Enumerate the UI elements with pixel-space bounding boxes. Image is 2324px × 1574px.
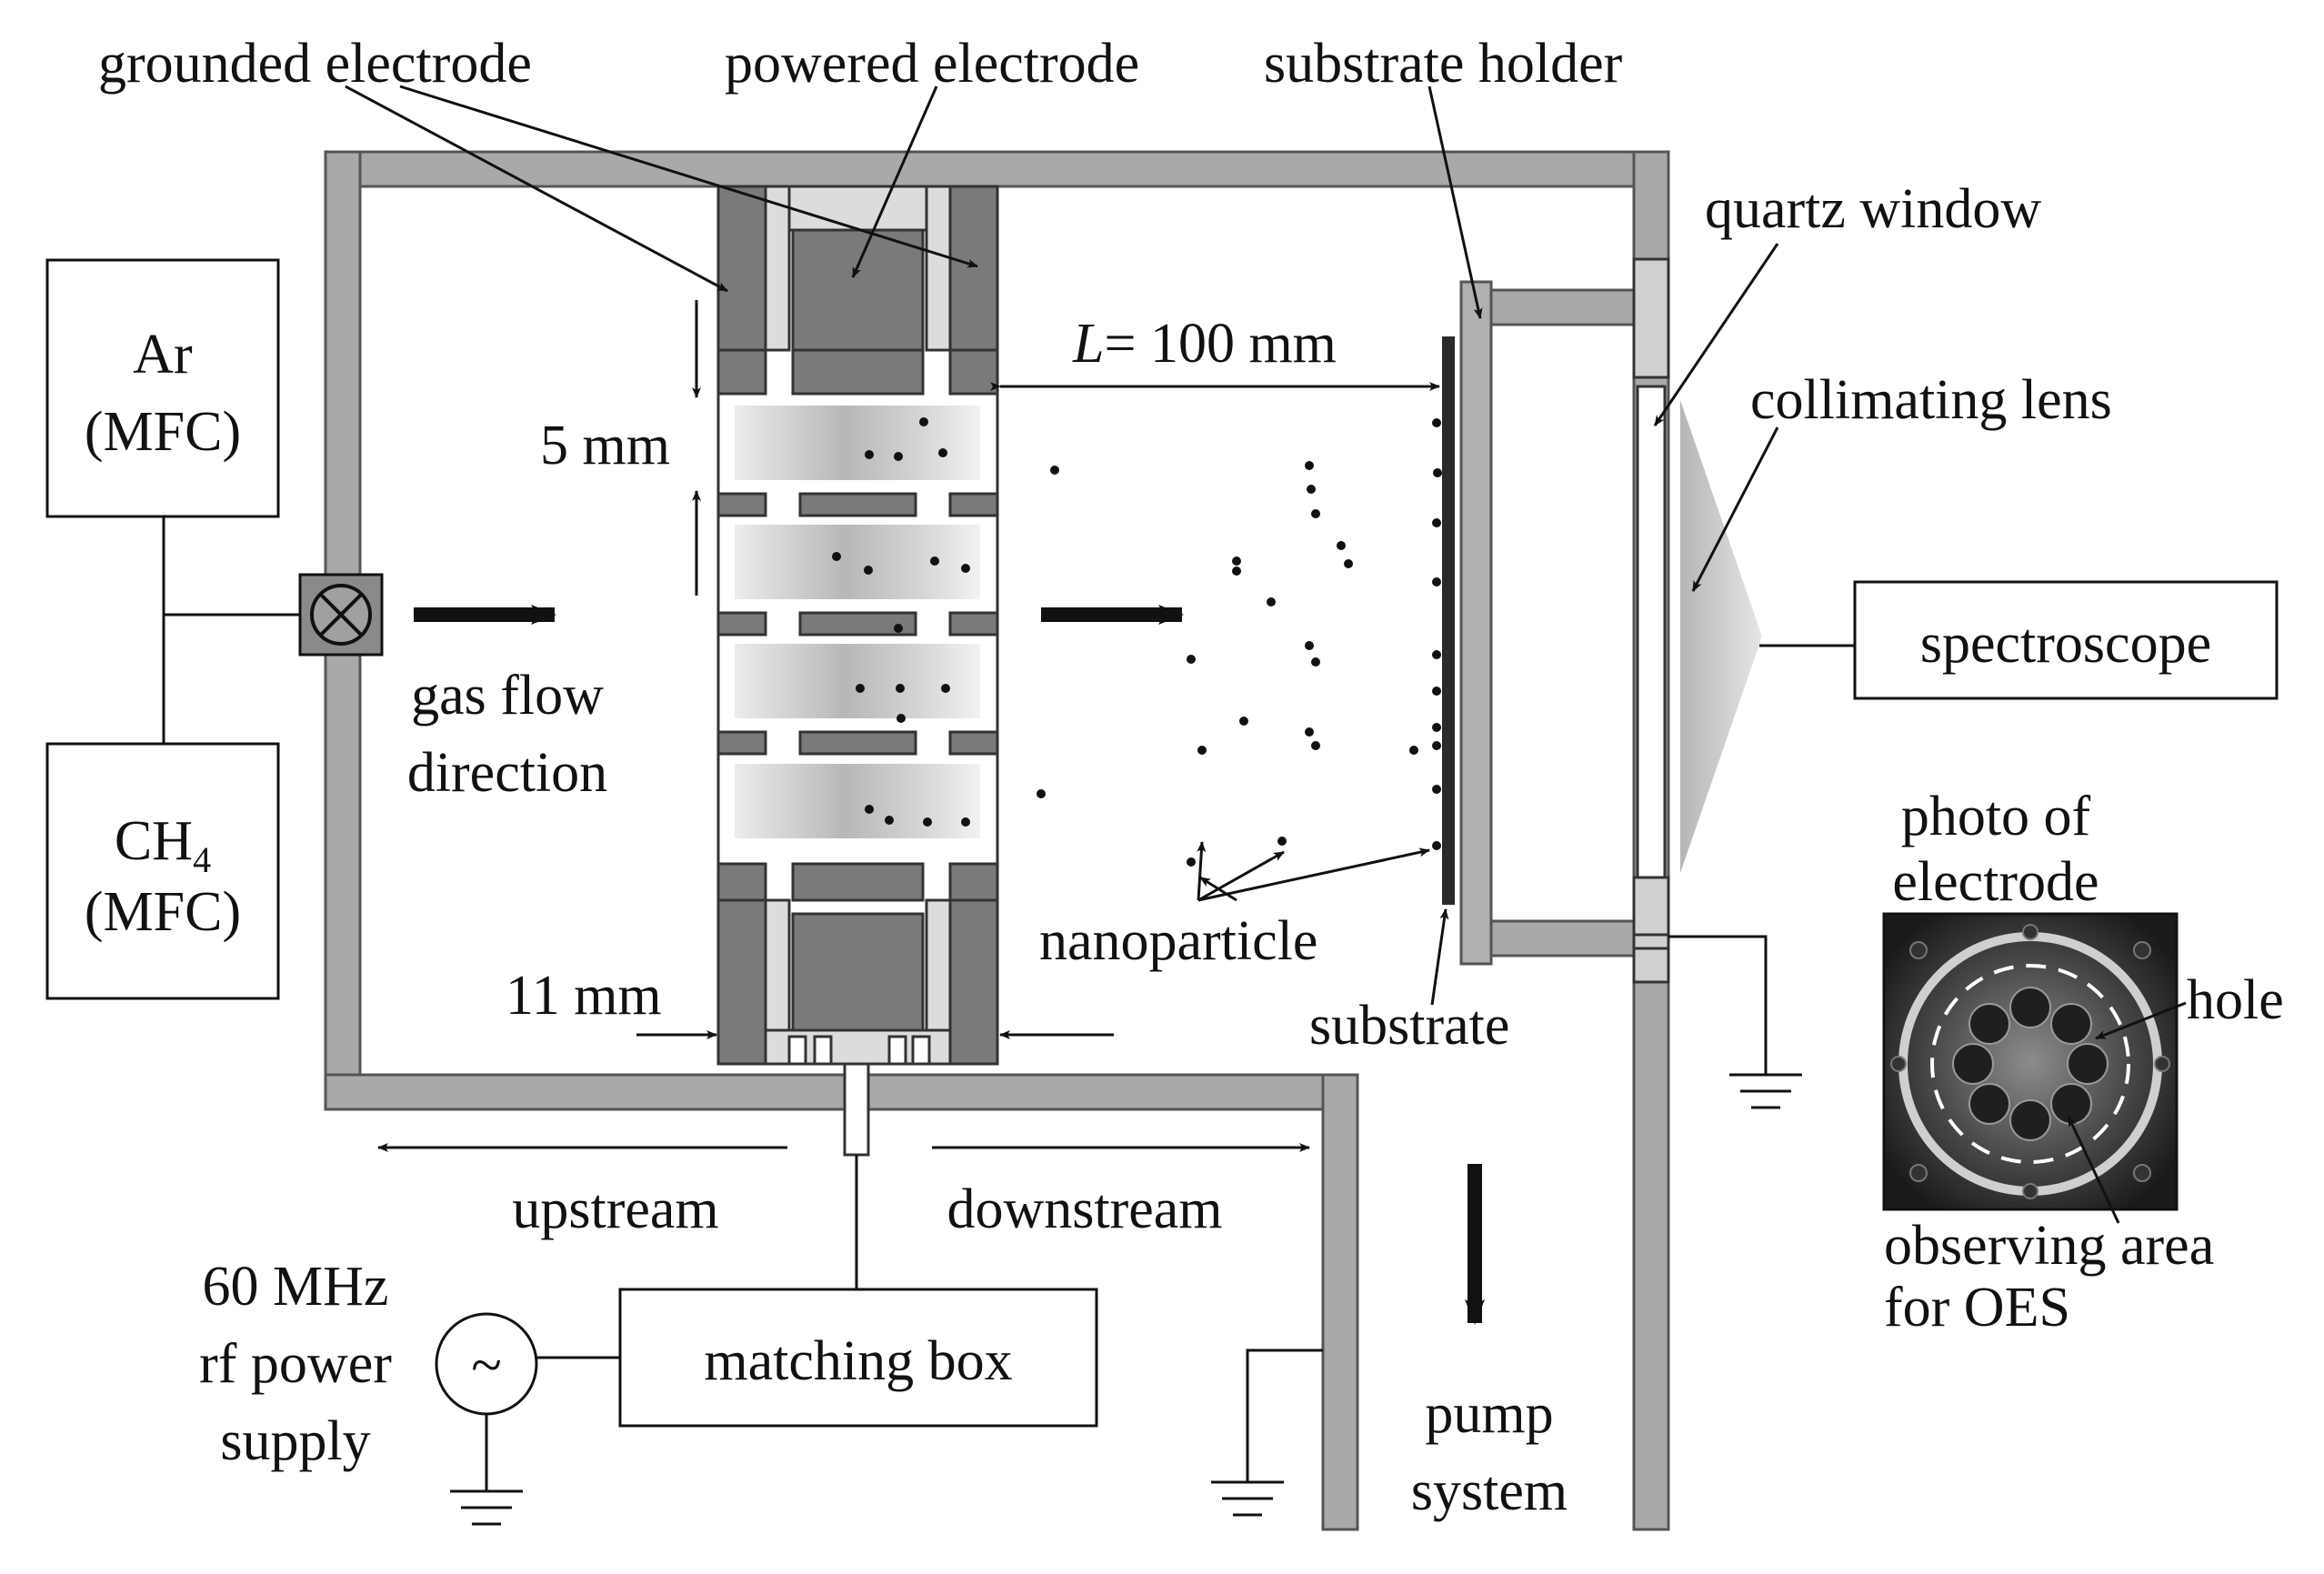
chamber-bottom-wall bbox=[324, 1073, 1359, 1111]
chamber-exhaust-wall bbox=[1321, 1073, 1359, 1531]
gas-valve-icon bbox=[298, 573, 384, 657]
window-flange-top bbox=[1632, 257, 1670, 379]
mesh-plate-2-left bbox=[716, 492, 767, 517]
ch4-mfc-box bbox=[45, 742, 280, 1000]
grounded-plate-5-right bbox=[948, 862, 999, 902]
nanoparticle-label: nanoparticle bbox=[1039, 910, 1317, 972]
grounded-electrode-label: grounded electrode bbox=[98, 33, 532, 95]
quartz-window-label: quartz window bbox=[1705, 178, 2041, 240]
powered-plate-1 bbox=[791, 348, 925, 396]
ar-mfc-box bbox=[45, 258, 280, 518]
ar-label: Ar bbox=[133, 324, 193, 386]
collimating-lens-label: collimating lens bbox=[1750, 369, 2112, 431]
grounded-electrode-top-left bbox=[716, 185, 767, 352]
substrate bbox=[1442, 336, 1455, 905]
gas-flow-label-line1: gas flow bbox=[411, 665, 604, 727]
vacuum-chamber bbox=[324, 150, 1670, 1531]
window-flange-bottom bbox=[1632, 876, 1670, 984]
powered-electrode-bottom bbox=[791, 912, 925, 1032]
grounded-plate-5-left bbox=[716, 862, 767, 902]
feedthrough-slot-2 bbox=[813, 1035, 833, 1066]
plasma-region-1 bbox=[735, 406, 980, 480]
plasma-region-3 bbox=[735, 644, 980, 718]
grounded-plate-1r bbox=[948, 348, 999, 396]
ground-icon-rf bbox=[450, 1414, 523, 1526]
plasma-region-2 bbox=[735, 525, 980, 599]
insulator-top-left bbox=[764, 185, 791, 352]
grounded-electrode-bottom-left bbox=[716, 898, 767, 1066]
photo-label-line2: electrode bbox=[1892, 851, 2099, 913]
matching-box bbox=[618, 1288, 1098, 1428]
powered-electrode-top bbox=[791, 228, 925, 352]
mesh-plate-2-right bbox=[948, 492, 999, 517]
hole-label: hole bbox=[2187, 969, 2284, 1031]
rf-symbol: ~ bbox=[471, 1335, 502, 1397]
feedthrough-slot-4 bbox=[911, 1035, 931, 1066]
nanoparticles-free bbox=[1037, 461, 1418, 867]
mesh-plate-4-left bbox=[716, 730, 767, 756]
electrode-photo bbox=[1882, 912, 2179, 1211]
mesh-plate-3-right bbox=[948, 611, 999, 637]
rf-supply-label-line2: rf power bbox=[199, 1333, 392, 1395]
nanoparticles-in-plasma bbox=[832, 417, 970, 827]
observing-area-label-line2: for OES bbox=[1884, 1277, 2070, 1338]
powered-plate-5 bbox=[791, 862, 925, 902]
holder-arm-top bbox=[1489, 288, 1636, 326]
pump-system-label-line2: system bbox=[1411, 1460, 1568, 1522]
spectroscope-box bbox=[1853, 580, 2279, 700]
feedthrough-slot-3 bbox=[887, 1035, 907, 1066]
gap-5mm-label: 5 mm bbox=[540, 415, 670, 476]
leader-lines bbox=[345, 85, 2187, 1224]
gas-flow-label-line2: direction bbox=[407, 742, 607, 804]
substrate-holder-label: substrate holder bbox=[1264, 33, 1623, 95]
mesh-plate-3-left bbox=[716, 611, 767, 637]
collimating-lens bbox=[1680, 400, 1762, 873]
insulator-top-right bbox=[925, 185, 952, 352]
electrode-stack bbox=[716, 185, 999, 1066]
ground-icon-window bbox=[1668, 935, 1802, 1109]
upstream-label: upstream bbox=[512, 1178, 718, 1240]
chamber-top-wall bbox=[324, 150, 1661, 188]
grounded-electrode-bottom-right bbox=[948, 898, 999, 1066]
ch4-mfc-label: (MFC) bbox=[85, 881, 241, 943]
rf-supply-label-line3: supply bbox=[220, 1410, 370, 1472]
photo-label-line1: photo of bbox=[1901, 786, 2091, 847]
observing-area-label-line1: observing area bbox=[1884, 1215, 2214, 1277]
mesh-plate-4-right bbox=[948, 730, 999, 756]
downstream-label: downstream bbox=[947, 1178, 1222, 1240]
spectroscope-label: spectroscope bbox=[1920, 613, 2211, 675]
nanoparticles-on-substrate bbox=[1432, 418, 1442, 850]
rf-supply-label-line1: 60 MHz bbox=[203, 1256, 389, 1318]
powered-electrode-label: powered electrode bbox=[725, 33, 1139, 95]
ground-icon-chamber bbox=[1211, 1348, 1323, 1517]
gap-11mm-label: 11 mm bbox=[506, 965, 662, 1027]
ar-mfc-label: (MFC) bbox=[85, 401, 241, 463]
plasma-region-4 bbox=[735, 764, 980, 838]
substrate-holder bbox=[1459, 280, 1493, 966]
holder-arm-bottom bbox=[1489, 919, 1636, 957]
pump-system-label-line1: pump bbox=[1425, 1383, 1553, 1445]
quartz-window bbox=[1636, 385, 1667, 879]
rf-feed-rod bbox=[843, 1062, 870, 1157]
ch4-label: CH4 bbox=[115, 810, 211, 880]
matching-box-label: matching box bbox=[704, 1330, 1012, 1392]
mesh-plate-2-mid bbox=[798, 492, 917, 517]
distance-label: L= 100 mm bbox=[1072, 313, 1337, 375]
mesh-plate-4-mid bbox=[798, 730, 917, 756]
grounded-plate-1 bbox=[716, 348, 767, 396]
feedthrough-slot-1 bbox=[787, 1035, 807, 1066]
grounded-electrode-top-right bbox=[948, 185, 999, 352]
substrate-label: substrate bbox=[1309, 995, 1509, 1057]
